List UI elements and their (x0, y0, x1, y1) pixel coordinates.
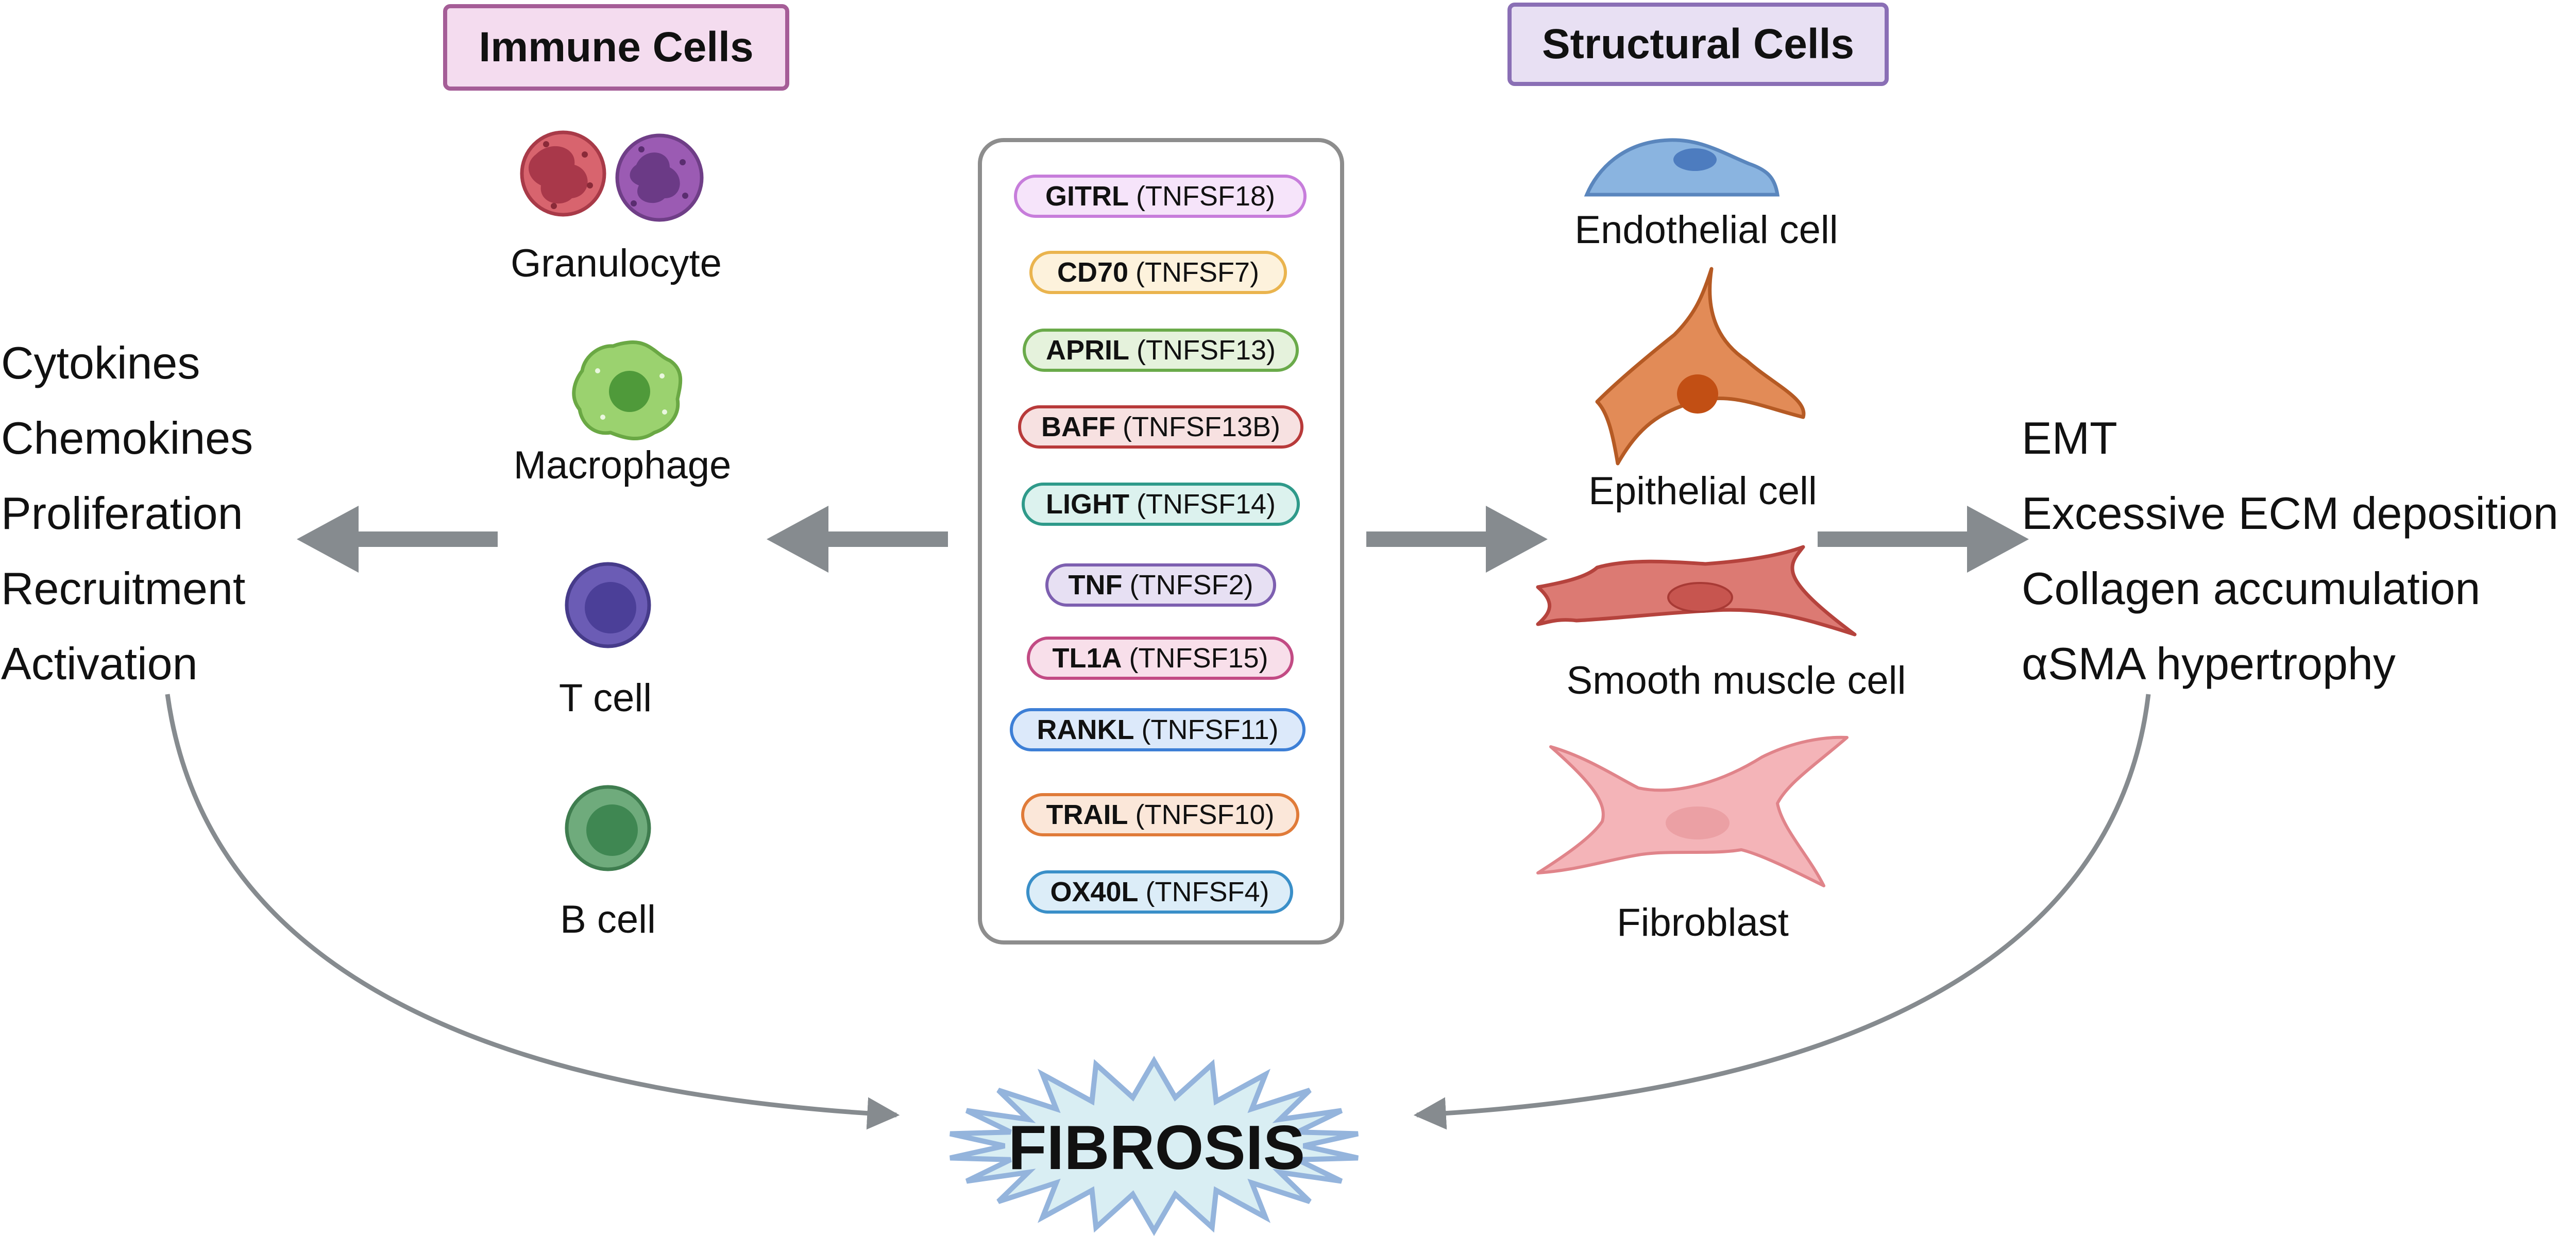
ligand-pill: RANKL(TNFSF11) (1010, 708, 1306, 751)
curve-arrow-left (165, 694, 900, 1130)
fibrosis-label: FIBROSIS (1008, 1112, 1306, 1182)
effect-item: Proliferation (1, 488, 243, 539)
smooth-muscle-cell-icon (1536, 545, 1857, 637)
structural-cells-header: Structural Cells (1507, 3, 1889, 86)
curve-arrow-right (1413, 694, 2151, 1130)
macrophage-icon (572, 340, 683, 441)
epithelial-cell-label: Epithelial cell (1588, 469, 1817, 513)
arrow-right-outer (1818, 506, 2029, 573)
ligand-pill: BAFF(TNFSF13B) (1018, 405, 1303, 449)
effect-item: Activation (1, 638, 198, 689)
b-cell-label: B cell (560, 898, 656, 941)
fibrosis-burst (950, 1056, 1359, 1236)
effect-item: Cytokines (1, 337, 200, 388)
fibroblast-label: Fibroblast (1617, 901, 1789, 945)
t-cell-label: T cell (558, 676, 652, 720)
t-cell-icon (565, 562, 651, 648)
ligand-pill: APRIL(TNFSF13) (1023, 329, 1299, 372)
ligand-pill: LIGHT(TNFSF14) (1022, 483, 1300, 526)
ligand-pill: CD70(TNFSF7) (1029, 251, 1287, 294)
ligand-pill: GITRL(TNFSF18) (1014, 175, 1307, 218)
ligand-pill: OX40L(TNFSF4) (1026, 870, 1293, 914)
granulocyte-label: Granulocyte (511, 242, 722, 285)
arrow-left-inner (767, 506, 948, 573)
b-cell-icon (565, 785, 651, 871)
ligand-pill: TNF(TNFSF2) (1045, 563, 1276, 607)
fibroblast-icon (1536, 735, 1849, 887)
endothelial-cell-label: Endothelial cell (1574, 208, 1838, 252)
arrow-right-inner (1366, 506, 1548, 573)
macrophage-label: Macrophage (513, 443, 732, 487)
effect-item: αSMA hypertrophy (2022, 638, 2396, 689)
granulocyte-icon (520, 130, 704, 222)
immune-effects-list: Cytokines Chemokines Proliferation Recru… (1, 325, 253, 701)
epithelial-cell-icon (1595, 267, 1806, 466)
effect-item: Chemokines (1, 413, 253, 464)
effect-item: Excessive ECM deposition (2022, 488, 2558, 539)
ligand-pill: TRAIL(TNFSF10) (1021, 793, 1299, 836)
immune-cells-header: Immune Cells (443, 4, 789, 91)
effect-item: Recruitment (1, 563, 246, 614)
arrow-left-outer (297, 506, 498, 573)
smooth-muscle-cell-label: Smooth muscle cell (1566, 659, 1906, 702)
ligand-pill: TL1A(TNFSF15) (1027, 637, 1294, 680)
endothelial-cell-icon (1584, 138, 1780, 197)
effect-item: EMT (2022, 413, 2117, 464)
effect-item: Collagen accumulation (2022, 563, 2481, 614)
structural-effects-list: EMT Excessive ECM deposition Collagen ac… (2022, 401, 2558, 701)
